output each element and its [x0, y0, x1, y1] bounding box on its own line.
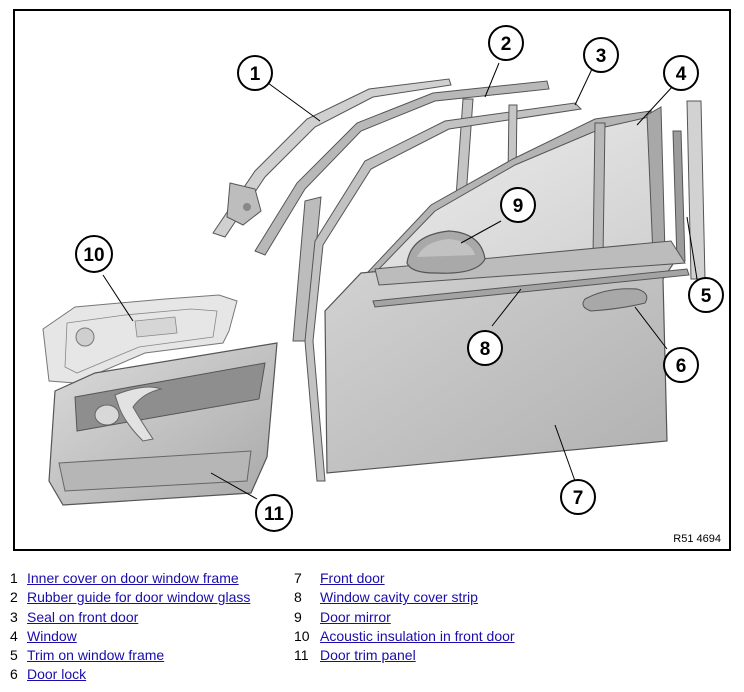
door-trim-panel: [48, 342, 278, 506]
legend-number: 10: [294, 627, 310, 644]
legend-link[interactable]: Trim on window frame: [27, 647, 165, 664]
callout-10: 10: [75, 235, 113, 273]
parts-legend: 1 Inner cover on door window frame 2 Rubbe…: [10, 569, 740, 689]
callout-3-label: 3: [596, 46, 607, 67]
leader-line-7: [554, 424, 576, 482]
callout-6: 6: [663, 347, 699, 383]
leader-line-5: [686, 216, 698, 280]
callout-7-label: 7: [573, 488, 584, 509]
window-cavity-cover-strip: [372, 268, 690, 308]
legend-item: 4 Window: [10, 627, 250, 646]
callout-9: 9: [500, 187, 536, 223]
leader-line-11: [210, 472, 258, 500]
legend-item: 1 Inner cover on door window frame: [10, 569, 250, 588]
legend-link[interactable]: Inner cover on door window frame: [27, 570, 239, 586]
callout-3: 3: [583, 37, 619, 73]
leader-line-3: [574, 68, 593, 106]
callout-8: 8: [467, 330, 503, 366]
door-mirror: [406, 230, 486, 274]
legend-column-left: 1 Inner cover on door window frame 2 Rubbe…: [10, 569, 250, 685]
legend-item: 11 Door trim panel: [294, 646, 515, 665]
callouts: 1 2 3 4 5 6 7: [75, 25, 724, 532]
legend-link[interactable]: Acoustic insulation in front door: [320, 627, 515, 644]
door-lock-handle: [582, 288, 648, 312]
legend-number: 6: [10, 666, 18, 683]
legend-number: 9: [294, 608, 302, 625]
legend-number: 11: [294, 647, 309, 664]
legend-number: 8: [294, 589, 302, 606]
leader-line-2: [484, 62, 500, 98]
callout-4-label: 4: [676, 64, 687, 85]
exploded-door-diagram: 1 2 3 4 5 6 7: [13, 9, 731, 551]
legend-link[interactable]: Front door: [320, 570, 385, 586]
leader-line-1: [267, 82, 321, 122]
legend-number: 5: [10, 647, 18, 664]
legend-item: 7 Front door: [294, 569, 515, 588]
leader-line-4: [636, 85, 674, 126]
legend-link[interactable]: Window: [27, 627, 77, 644]
legend-item: 3 Seal on front door: [10, 608, 250, 627]
rubber-guide-window-glass: [254, 80, 550, 342]
callout-5-label: 5: [701, 286, 712, 307]
leader-line-9: [460, 220, 502, 244]
callout-10-label: 10: [83, 245, 104, 266]
legend-link[interactable]: Window cavity cover strip: [320, 589, 478, 606]
acoustic-insulation: [42, 294, 238, 384]
legend-number: 1: [10, 570, 18, 586]
legend-number: 3: [10, 608, 18, 625]
legend-item: 5 Trim on window frame: [10, 646, 250, 665]
callout-6-label: 6: [676, 356, 687, 377]
legend-link[interactable]: Rubber guide for door window glass: [27, 589, 251, 606]
legend-link[interactable]: Door mirror: [320, 608, 391, 625]
inner-cover-window-frame: [212, 78, 452, 238]
legend-number: 4: [10, 627, 18, 644]
legend-item: 8 Window cavity cover strip: [294, 588, 515, 607]
trim-window-frame: [672, 100, 706, 280]
legend-link[interactable]: Door trim panel: [320, 647, 416, 664]
leader-line-6: [634, 306, 668, 350]
legend-link[interactable]: Door lock: [27, 666, 87, 683]
legend-link[interactable]: Seal on front door: [27, 608, 139, 625]
callout-2-label: 2: [501, 34, 512, 55]
legend-column-right: 7 Front door 8 Window cavity cover strip 9…: [294, 569, 515, 665]
diagram-artwork: 1 2 3 4 5 6 7: [42, 25, 724, 532]
callout-1: 1: [237, 55, 273, 91]
legend-item: 6 Door lock: [10, 665, 250, 684]
callout-1-label: 1: [250, 64, 261, 85]
callout-4: 4: [663, 55, 699, 91]
figure-reference-code: R51 4694: [673, 533, 721, 545]
callout-9-label: 9: [513, 196, 524, 217]
callout-11: 11: [255, 494, 293, 532]
leader-line-8: [491, 288, 522, 327]
leader-line-10: [102, 274, 134, 322]
legend-number: 7: [294, 570, 302, 586]
legend-item: 10 Acoustic insulation in front door: [294, 627, 515, 646]
callout-8-label: 8: [480, 339, 491, 360]
legend-item: 9 Door mirror: [294, 608, 515, 627]
leader-lines: [102, 62, 698, 500]
legend-number: 2: [10, 589, 18, 606]
callout-5: 5: [688, 277, 724, 313]
callout-2: 2: [488, 25, 524, 61]
legend-item: 2 Rubber guide for door window glass: [10, 588, 250, 607]
callout-11-label: 11: [264, 504, 285, 525]
callout-7: 7: [560, 479, 596, 515]
